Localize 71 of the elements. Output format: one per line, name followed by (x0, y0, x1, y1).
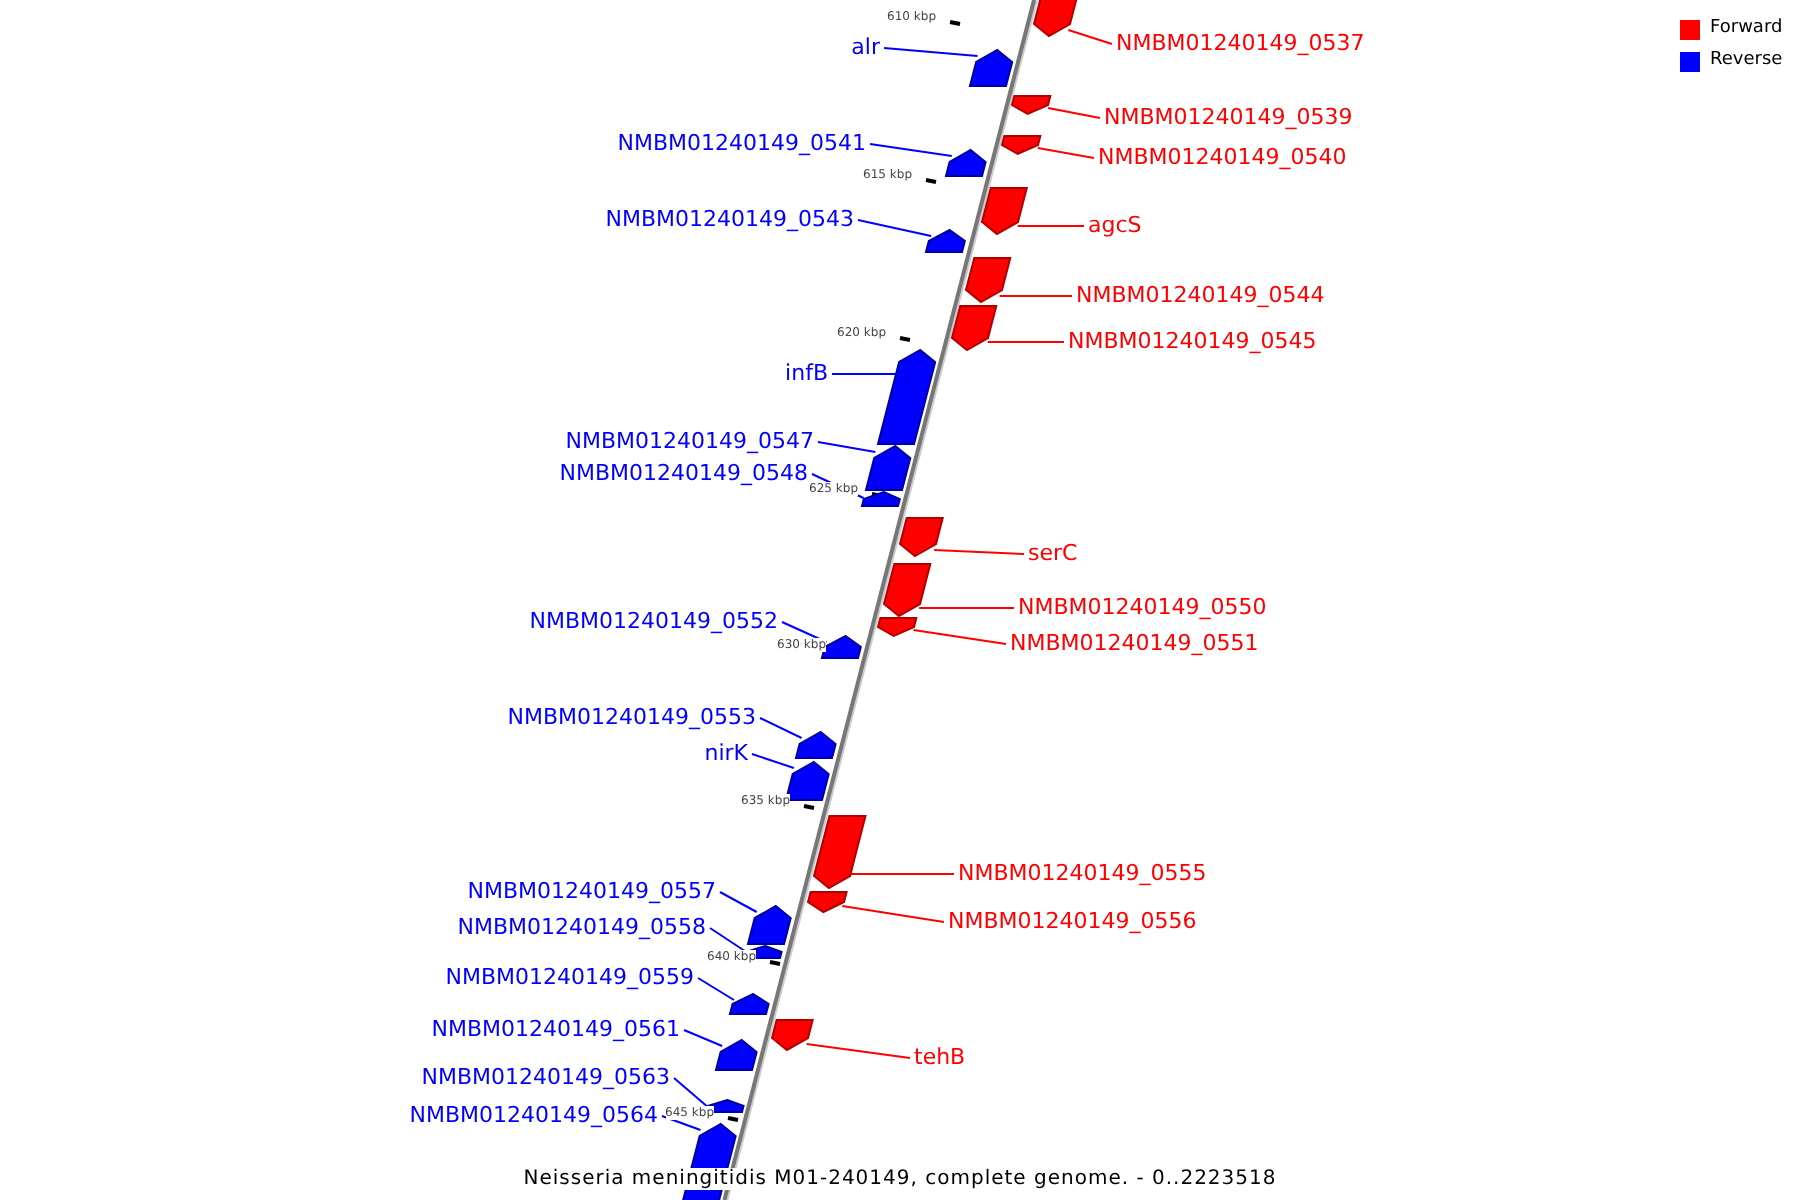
leader-line (1036, 147, 1095, 159)
leader-line (661, 1115, 702, 1131)
gene-label: NMBM01240149_0551 (1010, 630, 1259, 656)
gene-label: NMBM01240149_0547 (565, 428, 814, 454)
gene-label: infB (785, 360, 828, 386)
gene-label: NMBM01240149_0537 (1116, 30, 1365, 56)
leader-line (759, 717, 803, 739)
gene-label: agcS (1088, 212, 1142, 238)
leader-line (709, 927, 748, 953)
gene-feature (730, 994, 769, 1014)
gene-label: alr (851, 34, 880, 60)
gene-feature (952, 306, 998, 350)
gene-feature (1033, 0, 1079, 36)
gene-label: NMBM01240149_0543 (605, 206, 854, 232)
gene-feature (1012, 96, 1052, 114)
gene-label: NMBM01240149_0548 (559, 460, 808, 486)
gene-feature (965, 258, 1010, 302)
gene-feature (1002, 136, 1041, 154)
gene-feature (899, 518, 943, 556)
leader-line (849, 873, 955, 875)
gene-feature (796, 732, 836, 758)
leader-line (1016, 225, 1085, 227)
gene-label: NMBM01240149_0561 (431, 1016, 680, 1042)
leader-line (1067, 29, 1113, 45)
gene-label: NMBM01240149_0558 (457, 914, 706, 940)
gene-label: NMBM01240149_0553 (507, 704, 756, 730)
leader-line (719, 891, 758, 913)
gene-label: NMBM01240149_0556 (948, 908, 1197, 934)
leader-line (933, 549, 1025, 555)
gene-label: NMBM01240149_0541 (617, 130, 866, 156)
gene-feature (772, 1020, 813, 1050)
gene-label: NMBM01240149_0544 (1076, 282, 1325, 308)
gene-label: NMBM01240149_0557 (467, 878, 716, 904)
legend-label: Reverse (1710, 48, 1783, 74)
gene-label: serC (1028, 540, 1078, 566)
leader-line (986, 341, 1065, 343)
leader-line (869, 143, 953, 157)
leader-line (1047, 107, 1101, 119)
leader-line (817, 441, 877, 453)
gene-label: NMBM01240149_0564 (409, 1102, 658, 1128)
gene-label: NMBM01240149_0552 (529, 608, 778, 634)
gene-label: NMBM01240149_0540 (1098, 144, 1347, 170)
gene-label: NMBM01240149_0555 (958, 860, 1207, 886)
gene-label: NMBM01240149_0559 (445, 964, 694, 990)
gene-feature (715, 1040, 757, 1070)
gene-label: NMBM01240149_0545 (1068, 328, 1317, 354)
caption: Neisseria meningitidis M01-240149, complete genome. - 0..2223518 (519, 1168, 1281, 1190)
leader-line (857, 219, 933, 237)
gene-label: nirK (704, 740, 748, 766)
leader-line (751, 753, 795, 769)
leader-line (918, 607, 1015, 609)
leader-line (697, 977, 735, 1001)
leader-line (841, 905, 945, 923)
gene-feature (982, 188, 1028, 234)
leader-line (781, 621, 828, 643)
leader-line (683, 1029, 724, 1047)
leader-line (831, 373, 897, 375)
gene-feature (822, 636, 862, 658)
gene-label: NMBM01240149_0539 (1104, 104, 1353, 130)
leader-line (883, 47, 979, 57)
leader-line (912, 629, 1007, 645)
leader-line (673, 1077, 708, 1107)
legend-label: Forward (1710, 16, 1783, 42)
gene-label: NMBM01240149_0563 (421, 1064, 670, 1090)
gene-label: tehB (914, 1044, 966, 1070)
gene-feature (946, 150, 987, 176)
gene-label: NMBM01240149_0550 (1018, 594, 1267, 620)
leader-line (998, 295, 1073, 297)
gene-feature (926, 230, 966, 252)
gene-feature (969, 50, 1012, 86)
leader-line (805, 1043, 911, 1059)
